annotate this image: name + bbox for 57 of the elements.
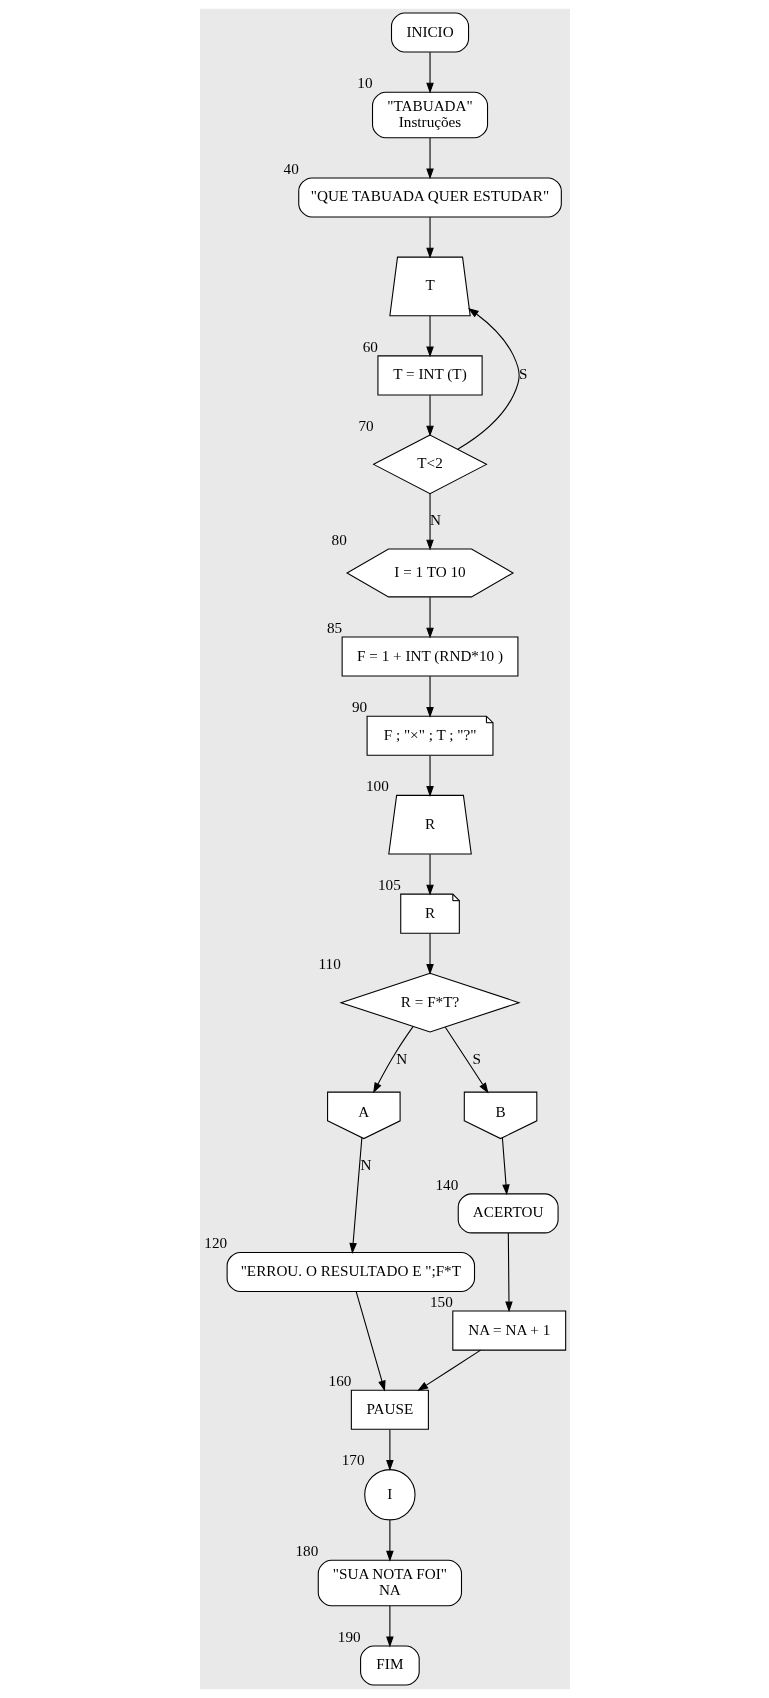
node-label: 60 [362, 337, 378, 355]
arrow [385, 1519, 394, 1562]
node-box: "QUE TABUADA QUER ESTUDAR" [297, 177, 562, 218]
arrow [372, 1026, 414, 1094]
node-label: 160 [328, 1372, 351, 1390]
node-label: 40 [283, 159, 299, 177]
node-box: NA = NA + 1 [451, 1310, 566, 1351]
arrow [425, 596, 434, 639]
node-label: 105 [377, 876, 401, 894]
edge-label: N [360, 1156, 371, 1174]
arrow [425, 493, 434, 551]
arrow [501, 1137, 510, 1196]
node-label: 140 [434, 1175, 458, 1193]
node-box: F = 1 + INT (RND*10 ) [341, 636, 518, 677]
node-box: PAUSE [350, 1389, 429, 1430]
node-diamond: T<2 [371, 434, 488, 495]
node-box: "ERROU. O RESULTADO E ";F*T [226, 1251, 475, 1293]
arrow [425, 755, 434, 797]
node-label: 100 [365, 777, 389, 795]
node-label: 190 [337, 1627, 361, 1645]
node-label: 80 [331, 530, 347, 548]
arrow [425, 394, 434, 437]
node-label: 90 [351, 698, 367, 716]
node-label: 70 [357, 416, 374, 434]
node-box: ACERTOU [457, 1193, 559, 1234]
node-box: "TABUADA" Instruções [371, 91, 488, 139]
arrow [348, 1137, 362, 1254]
edge-label: S [518, 365, 528, 383]
arrow [425, 137, 434, 180]
node-label: 170 [341, 1451, 365, 1469]
node-label: 10 [356, 74, 373, 92]
node-label: 150 [429, 1292, 453, 1310]
node-label: 120 [203, 1234, 227, 1252]
arrow [425, 315, 434, 358]
arrow [385, 1429, 394, 1471]
edge-label: N [395, 1049, 407, 1067]
node-box: T = INT (T) [376, 355, 483, 396]
node-label: 110 [318, 955, 341, 973]
edge-label: S [471, 1049, 481, 1067]
arrow [425, 51, 434, 94]
arrow [504, 1232, 513, 1313]
arrow [385, 1605, 394, 1648]
node-box: "SUA NOTA FOI" NA [317, 1559, 462, 1607]
node-label: 180 [294, 1542, 318, 1560]
node-box: FIM [359, 1645, 420, 1686]
arrow [444, 1026, 489, 1094]
arrow [355, 1291, 386, 1392]
arrow [425, 853, 434, 896]
arrow [425, 933, 434, 975]
node-diamond: R = F*T? [338, 972, 521, 1033]
node-circle: I [363, 1469, 416, 1521]
arrow [425, 675, 434, 718]
arrow [416, 1349, 481, 1391]
arrow [425, 216, 434, 259]
node-label: 85 [326, 618, 342, 636]
node-box: INICIO [390, 12, 469, 53]
arrow [456, 307, 520, 450]
